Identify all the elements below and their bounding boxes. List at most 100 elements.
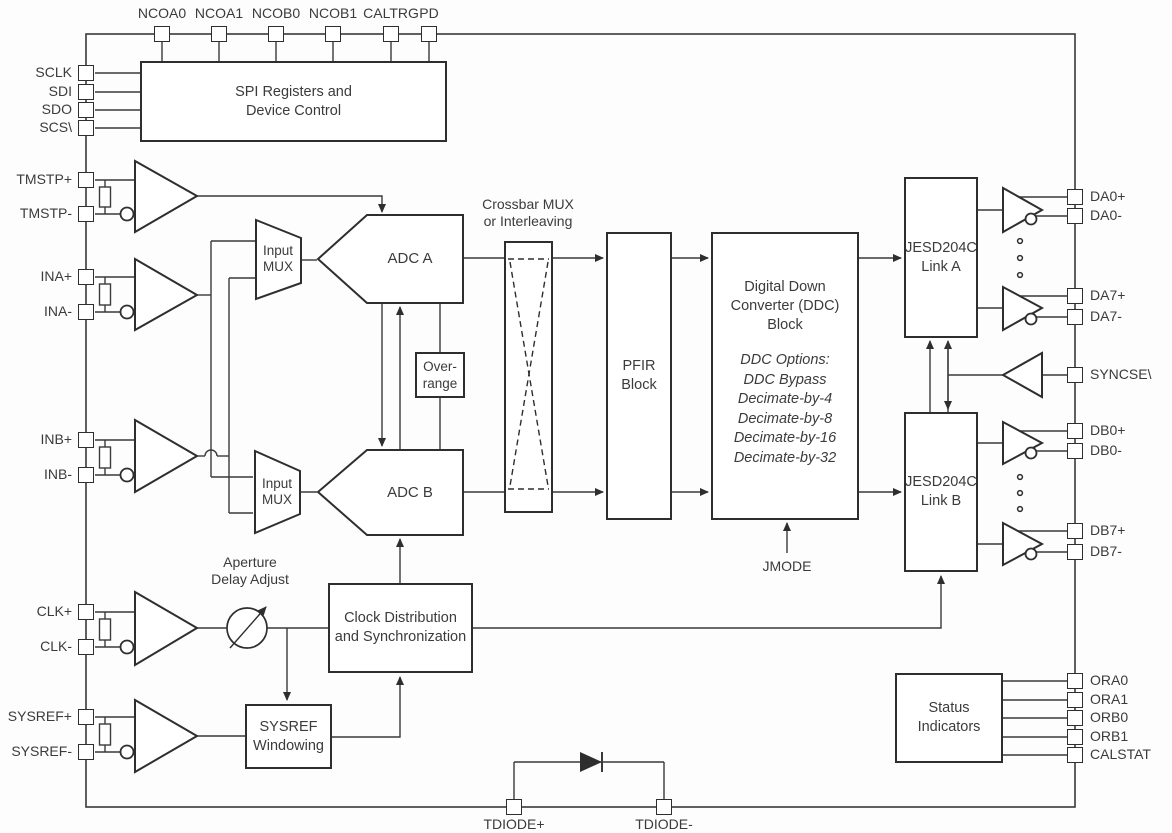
inb-termination-resistor (98, 446, 112, 469)
pin-calstat (1067, 747, 1083, 763)
status-indicators-block: Status Indicators (895, 673, 1003, 763)
thermal-diode-circuit (513, 752, 665, 799)
pin-label-ncob0: NCOB0 (251, 5, 301, 21)
pin-label-sysref-minus: SYSREF- (11, 743, 72, 759)
inb-amp-icon (134, 418, 199, 494)
link-a-outputs (978, 196, 1067, 318)
ina-termination-resistor (98, 283, 112, 306)
pin-label-db7-plus: DB7+ (1090, 522, 1126, 538)
pin-syncse (1067, 367, 1083, 383)
pin-label-clk-minus: CLK- (40, 638, 72, 654)
pin-orb1 (1067, 729, 1083, 745)
pin-label-da7-minus: DA7- (1090, 308, 1122, 324)
pin-label-caltrg: CALTRG (363, 5, 419, 21)
pin-db0-plus (1067, 423, 1083, 439)
tmstp-amp-icon (134, 159, 200, 234)
input-mux-a-label: Input MUX (262, 243, 294, 274)
pin-label-inb-plus: INB+ (40, 431, 72, 447)
pin-label-sysref-plus: SYSREF+ (7, 708, 72, 724)
spi-pin-wires (95, 72, 140, 129)
inb-invert-bubble (119, 467, 135, 483)
da0-driver-icon (1002, 186, 1045, 234)
pin-inb-plus (78, 432, 94, 448)
pin-db7-plus (1067, 523, 1083, 539)
adc-b-label: ADC B (387, 484, 433, 501)
pin-label-da7-plus: DA7+ (1090, 287, 1126, 303)
pin-ncob0 (268, 26, 284, 42)
tmstp-invert-bubble (119, 206, 135, 222)
pin-ncoa1 (211, 26, 227, 42)
pin-label-db7-minus: DB7- (1090, 543, 1122, 559)
db7-driver-icon (1002, 521, 1045, 567)
chip-outline (85, 33, 1076, 808)
pin-tmstp-minus (78, 206, 94, 222)
pin-ina-minus (78, 304, 94, 320)
adc-a-shape (316, 214, 464, 304)
input-mux-a-shape (255, 218, 302, 301)
sysref-amp-icon (134, 698, 199, 774)
clk-input-stage (95, 611, 328, 701)
pin-db7-minus (1067, 544, 1083, 560)
status-wires (1003, 680, 1067, 756)
input-mux-b-shape (254, 449, 301, 535)
da7-invert-bubble (1024, 312, 1038, 326)
lane-ellipsis-a (1016, 237, 1024, 279)
pin-label-tmstp-minus: TMSTP- (19, 205, 72, 221)
db0-driver-icon (1002, 420, 1045, 466)
sysref-termination-resistor (98, 723, 112, 746)
ddc-block: Digital Down Converter (DDC) Block DDC O… (711, 232, 859, 520)
pin-sdo (78, 102, 94, 118)
pin-label-tdiode-plus: TDIODE+ (483, 816, 545, 832)
pin-label-db0-plus: DB0+ (1090, 422, 1126, 438)
tmstp-input-stage (95, 179, 386, 215)
wire-hop (204, 449, 218, 457)
crossbar-mux-label: Crossbar MUX or Interleaving (482, 196, 574, 229)
pin-label-pd: PD (419, 5, 439, 21)
pin-clk-plus (78, 604, 94, 620)
pin-caltrg (383, 26, 399, 42)
aperture-delay-symbol (226, 606, 268, 649)
overrange-block: Over- range (415, 352, 465, 398)
pin-db0-minus (1067, 443, 1083, 459)
ddc-options: DDC Options: DDC Bypass Decimate-by-4 De… (733, 352, 837, 466)
pin-ora0 (1067, 673, 1083, 689)
tmstp-termination-resistor (98, 186, 112, 208)
link-b-outputs (978, 430, 1067, 553)
sysref-invert-bubble (119, 744, 135, 760)
pin-label-tdiode-minus: TDIODE- (635, 816, 693, 832)
pin-da0-plus (1067, 189, 1083, 205)
pin-label-syncse: SYNCSE\ (1090, 366, 1152, 382)
pin-label-ncoa0: NCOA0 (137, 5, 187, 21)
pin-label-scs: SCS\ (39, 119, 72, 135)
clk-invert-bubble (119, 639, 135, 655)
pin-label-da0-plus: DA0+ (1090, 188, 1126, 204)
pin-label-orb1: ORB1 (1090, 728, 1129, 744)
link-sync-wires (926, 340, 1067, 412)
pin-label-tmstp-plus: TMSTP+ (16, 171, 72, 187)
pin-label-db0-minus: DB0- (1090, 442, 1122, 458)
ina-amp-icon (134, 257, 200, 332)
pfir-block: PFIR Block (606, 232, 672, 520)
pin-da0-minus (1067, 208, 1083, 224)
pin-tdiode-minus (656, 799, 672, 815)
db0-invert-bubble (1024, 446, 1038, 460)
lane-ellipsis-b (1016, 473, 1024, 513)
pin-sclk (78, 65, 94, 81)
pin-sysref-minus (78, 744, 94, 760)
pin-clk-minus (78, 639, 94, 655)
jesd204c-link-a-block: JESD204C Link A (904, 177, 978, 338)
pin-label-inb-minus: INB- (44, 466, 72, 482)
pin-label-sclk: SCLK (35, 64, 72, 80)
clock-distribution-block: Clock Distribution and Synchronization (328, 583, 473, 673)
db7-invert-bubble (1024, 547, 1038, 561)
sysref-windowing-block: SYSREF Windowing (245, 704, 332, 769)
pin-tmstp-plus (78, 172, 94, 188)
top-pin-wires (161, 42, 430, 61)
jesd204c-link-b-block: JESD204C Link B (904, 412, 978, 572)
pin-label-ora0: ORA0 (1090, 672, 1129, 688)
ddc-title: Digital Down Converter (DDC) Block (730, 279, 840, 333)
crossbar-mux (504, 241, 553, 513)
wire-layer (95, 42, 1067, 799)
